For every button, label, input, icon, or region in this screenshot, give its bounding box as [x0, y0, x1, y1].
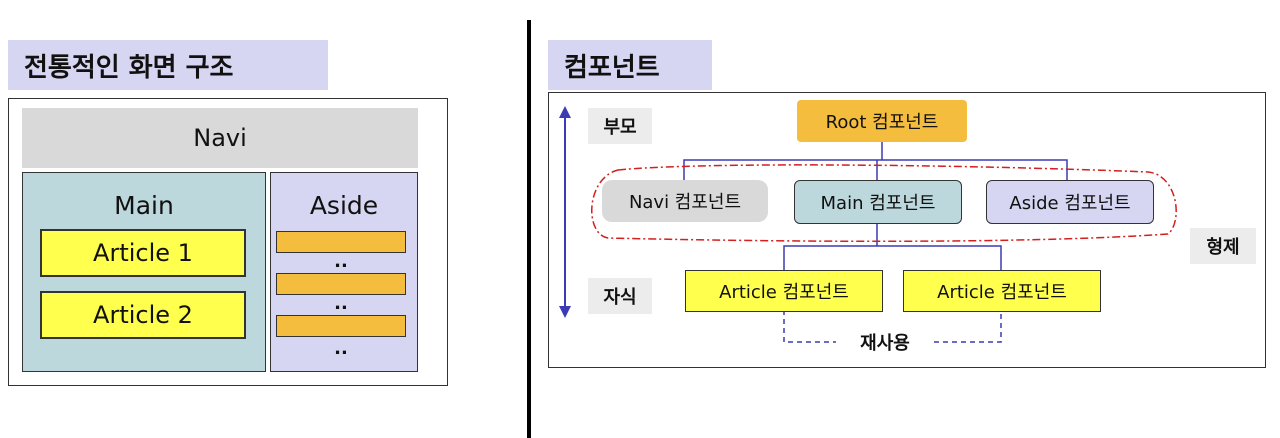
aside-component-label: Aside 컴포넌트	[1009, 193, 1131, 214]
article-1-box: Article 1	[40, 229, 246, 277]
article-1-label: Article 1	[93, 239, 193, 267]
aside-component-node: Aside 컴포넌트	[986, 180, 1154, 224]
article-2-label: Article 2	[93, 301, 193, 329]
component-tree-connectors	[559, 106, 1177, 343]
article-connector	[783, 245, 1002, 270]
main-component-node: Main 컴포넌트	[794, 180, 962, 224]
traditional-layout-title-text: 전통적인 화면 구조	[24, 52, 234, 83]
aside-dots-3: ..	[334, 338, 348, 359]
aside-item-3	[276, 315, 406, 337]
article-component-label-2: Article 컴포넌트	[937, 282, 1067, 303]
reuse-label: 재사용	[836, 325, 934, 359]
navi-component-node: Navi 컴포넌트	[602, 180, 768, 222]
root-component-label: Root 컴포넌트	[825, 112, 939, 133]
child-label: 자식	[588, 278, 652, 314]
aside-dots-2: ..	[334, 293, 348, 314]
aside-region-label: Aside	[309, 190, 379, 220]
main-region-label: Main	[114, 190, 174, 220]
component-title-text: 컴포넌트	[564, 52, 660, 83]
article-2-box: Article 2	[40, 291, 246, 339]
main-component-label: Main 컴포넌트	[820, 193, 936, 214]
sibling-group-outline	[591, 164, 1177, 243]
aside-item-1	[276, 231, 406, 253]
aside-dots-1: ..	[334, 251, 348, 272]
root-component-node: Root 컴포넌트	[797, 100, 967, 142]
navi-region: Navi	[22, 108, 418, 168]
sibling-connector	[683, 159, 1068, 180]
navi-region-label: Navi	[193, 124, 247, 152]
navi-component-label: Navi 컴포넌트	[628, 192, 742, 213]
reuse-bracket	[783, 310, 836, 343]
article-component-node-2: Article 컴포넌트	[903, 270, 1101, 312]
article-component-label-1: Article 컴포넌트	[719, 282, 849, 303]
parent-label: 부모	[588, 108, 652, 144]
aside-region	[270, 172, 418, 372]
vertical-divider	[527, 20, 531, 438]
traditional-layout-title: 전통적인 화면 구조	[8, 40, 328, 90]
aside-item-2	[276, 273, 406, 295]
sibling-label: 형제	[1190, 228, 1256, 264]
article-component-node-1: Article 컴포넌트	[685, 270, 883, 312]
reuse-bracket-right	[934, 310, 1002, 343]
component-title: 컴포넌트	[548, 40, 712, 90]
